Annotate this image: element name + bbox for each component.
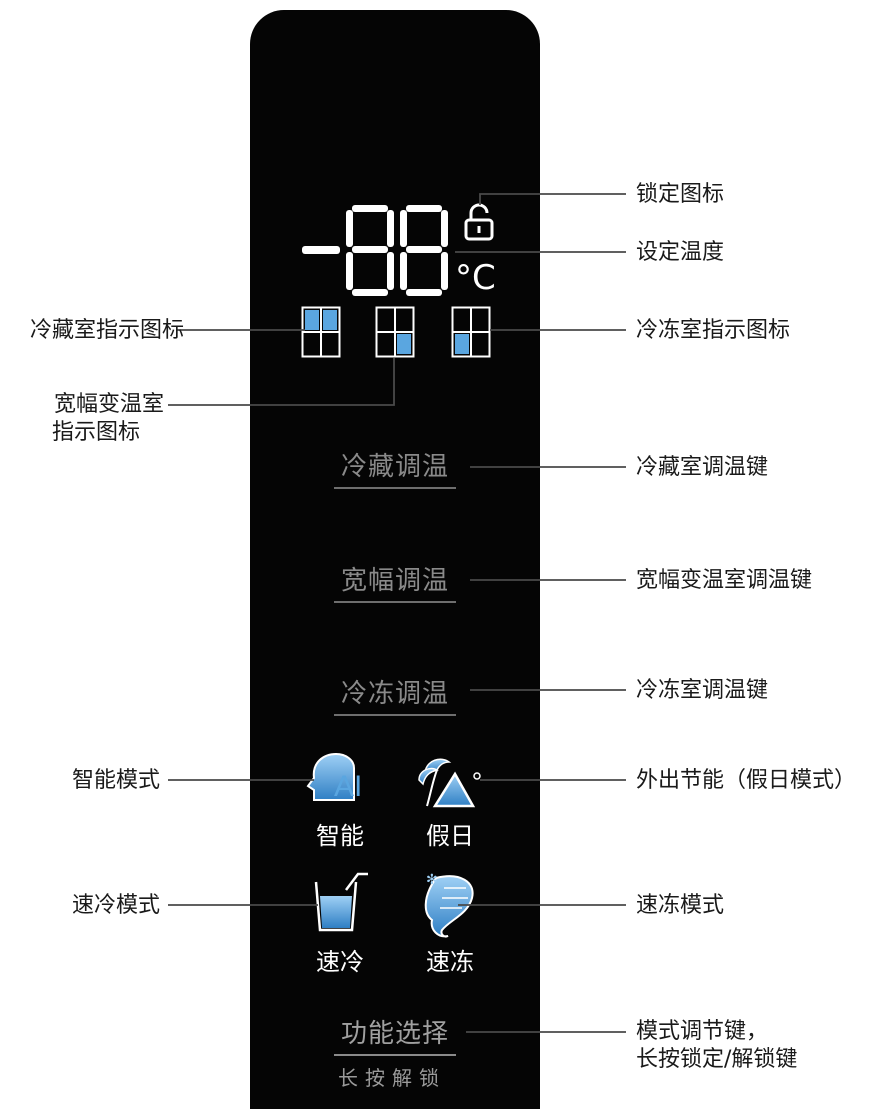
- callout-set-temp: 设定温度: [636, 240, 725, 265]
- svg-text:✻: ✻: [426, 872, 438, 888]
- callout-variable-key: 宽幅变温室调温键: [636, 568, 813, 593]
- function-select-label: 功能选择: [340, 1019, 449, 1049]
- variable-indicator-icon: [375, 306, 415, 358]
- callout-smart-mode: 智能模式: [71, 768, 160, 793]
- callout-variable-indicator-2: 指示图标: [52, 420, 141, 445]
- callout-freezer-indicator: 冷冻室指示图标: [636, 318, 791, 343]
- holiday-mode-label: 假日: [426, 822, 474, 850]
- callout-fridge-key: 冷藏室调温键: [636, 455, 769, 480]
- lock-icon: [464, 203, 494, 241]
- freezer-temp-key-label: 冷冻调温: [340, 679, 449, 709]
- callout-quick-cool: 速冷模式: [71, 893, 160, 918]
- callout-function-key-1: 模式调节键，: [636, 1019, 769, 1044]
- smart-mode-label: 智能: [316, 822, 364, 850]
- function-sub-label: 长按解锁: [338, 1066, 446, 1090]
- fridge-indicator-icon: [301, 306, 341, 358]
- svg-text:AI: AI: [334, 770, 362, 803]
- callout-lock-icon: 锁定图标: [636, 182, 725, 207]
- quick-cool-icon[interactable]: [312, 870, 378, 934]
- quick-cool-label: 速冷: [316, 948, 364, 976]
- smart-mode-icon[interactable]: AI: [306, 752, 376, 804]
- freezer-indicator-icon: [451, 306, 491, 358]
- callout-freezer-key: 冷冻室调温键: [636, 678, 769, 703]
- quick-freeze-label: 速冻: [426, 948, 474, 976]
- callout-away-mode: 外出节能（假日模式）: [636, 768, 857, 793]
- function-select-key[interactable]: 功能选择: [334, 1013, 456, 1056]
- callout-variable-indicator-1: 宽幅变温室: [53, 392, 164, 417]
- freezer-temp-key[interactable]: 冷冻调温: [334, 673, 456, 716]
- holiday-mode-icon[interactable]: [413, 752, 485, 810]
- fridge-temp-key-label: 冷藏调温: [340, 452, 449, 482]
- variable-temp-key[interactable]: 宽幅调温: [334, 560, 456, 603]
- temperature-display: [302, 205, 448, 296]
- temperature-unit: °C: [455, 258, 496, 298]
- callout-quick-freeze: 速冻模式: [636, 893, 725, 918]
- quick-freeze-icon[interactable]: ✻: [414, 868, 486, 940]
- callout-fridge-indicator: 冷藏室指示图标: [29, 318, 184, 343]
- fridge-temp-key[interactable]: 冷藏调温: [334, 446, 456, 489]
- variable-temp-key-label: 宽幅调温: [340, 566, 449, 596]
- callout-function-key-2: 长按锁定/解锁键: [636, 1047, 798, 1072]
